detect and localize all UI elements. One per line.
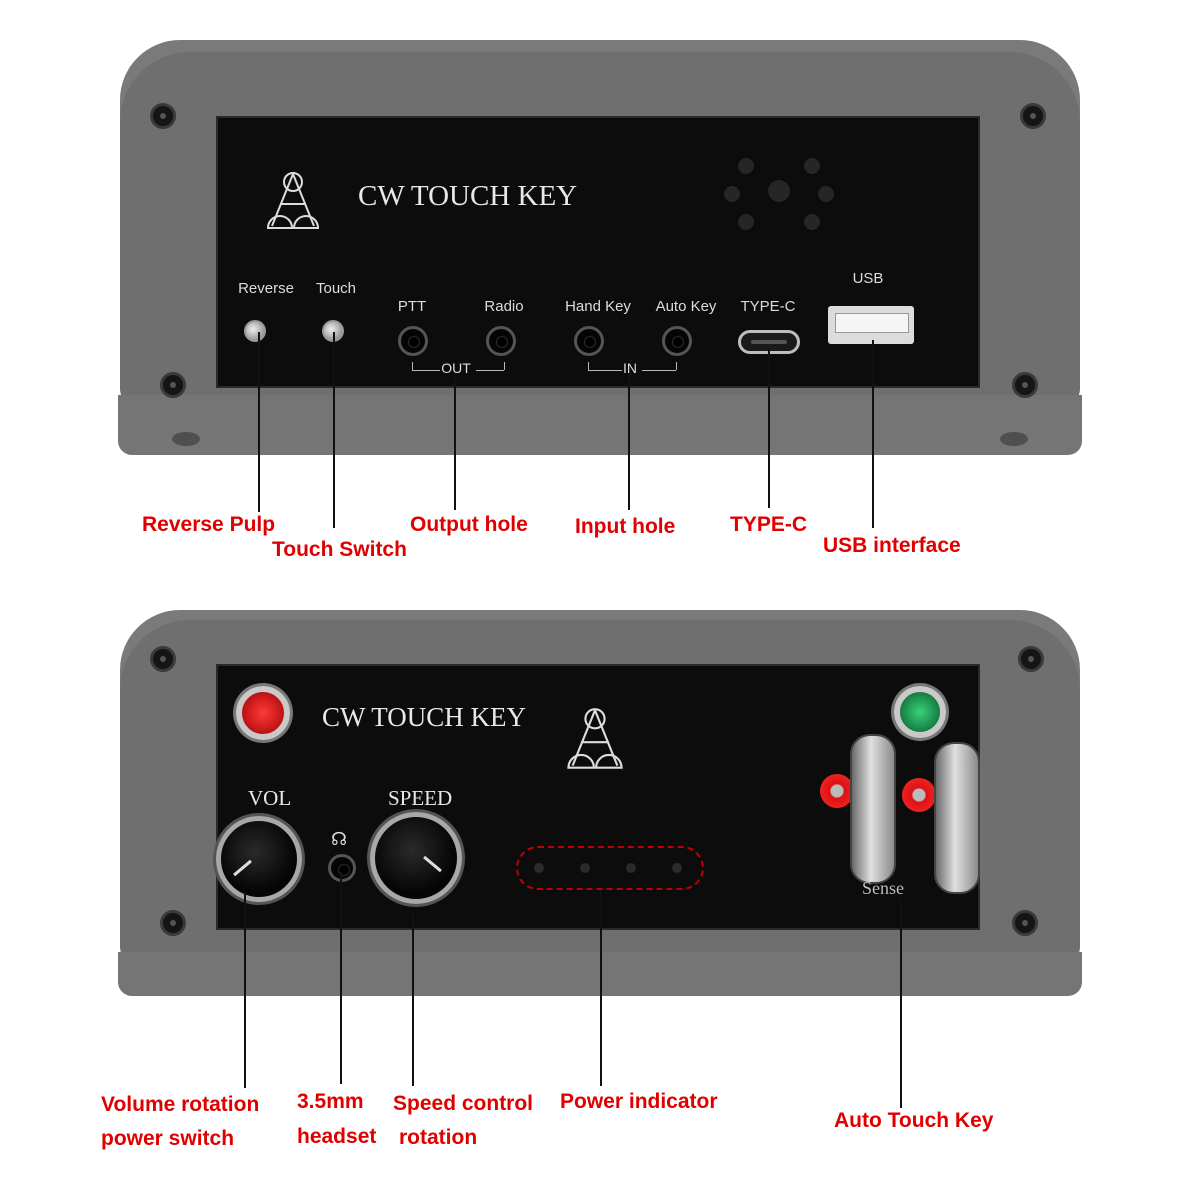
top-screw-br [1012, 372, 1038, 398]
speaker-hole [768, 180, 790, 202]
callout-input-hole: Input hole [575, 515, 676, 538]
callout-auto-touch-key: Auto Touch Key [834, 1109, 994, 1132]
label-reverse: Reverse [238, 280, 294, 297]
label-sense: Sense [862, 878, 904, 898]
headset-jack[interactable] [328, 854, 356, 882]
top-foot [118, 395, 1082, 455]
leader-auto-touch [900, 900, 902, 1108]
leader-power [600, 890, 602, 1086]
usb-port[interactable] [828, 306, 914, 344]
leader-touch [333, 332, 335, 528]
leader-reverse [258, 332, 260, 512]
reverse-toggle-switch[interactable] [244, 320, 266, 342]
green-led-indicator [894, 686, 946, 738]
bottom-front-panel: CW TOUCH KEY VOL SPEED ☊ [216, 664, 980, 930]
callout-touch-switch: Touch Switch [272, 538, 407, 561]
callout-speed-line2: rotation [399, 1126, 478, 1149]
bottom-screw-tr [1018, 646, 1044, 672]
speaker-hole [804, 214, 820, 230]
label-touch: Touch [315, 280, 357, 297]
bottom-brand-text: CW TOUCH KEY [322, 702, 527, 732]
red-post-left [820, 774, 854, 808]
top-screw-tr [1020, 103, 1046, 129]
label-out: OUT [441, 360, 471, 376]
label-usb: USB [852, 270, 884, 287]
leader-headset [340, 872, 342, 1084]
hand-key-jack[interactable] [574, 326, 604, 356]
label-radio: Radio [484, 298, 524, 315]
touch-paddle-left[interactable] [850, 734, 896, 884]
leader-speed [412, 914, 414, 1086]
callout-headset-line2: headset [297, 1125, 377, 1148]
speaker-hole [724, 186, 740, 202]
callout-usb-interface: USB interface [823, 534, 961, 557]
bottom-screw-bl [160, 910, 186, 936]
label-type-c: TYPE-C [740, 298, 796, 315]
speaker-hole [738, 214, 754, 230]
auto-key-jack[interactable] [662, 326, 692, 356]
bottom-screw-br [1012, 910, 1038, 936]
touch-paddle-right[interactable] [934, 742, 980, 894]
power-indicator-hole [580, 863, 590, 873]
top-foot-hole-right [1000, 432, 1028, 446]
ptt-jack[interactable] [398, 326, 428, 356]
red-led-indicator [236, 686, 290, 740]
bottom-screw-tl [150, 646, 176, 672]
callout-volume-line1: Volume rotation [101, 1093, 260, 1116]
top-screw-bl [160, 372, 186, 398]
speaker-hole [804, 158, 820, 174]
red-post-right [902, 778, 936, 812]
speed-knob[interactable] [370, 812, 462, 904]
top-brand-text: CW TOUCH KEY [358, 180, 578, 212]
power-indicator-holes [516, 846, 704, 890]
leader-output [454, 374, 456, 510]
label-auto-key: Auto Key [655, 298, 717, 315]
power-indicator-hole [672, 863, 682, 873]
callout-speed-line1: Speed control [393, 1092, 534, 1115]
leader-usb [872, 340, 874, 528]
callout-headset-line1: 3.5mm [297, 1090, 364, 1113]
leader-volume [244, 892, 246, 1088]
top-foot-hole-left [172, 432, 200, 446]
label-hand-key: Hand Key [565, 298, 631, 315]
label-vol: VOL [248, 786, 292, 810]
top-device: CW TOUCH KEY Reverse Touch PTT Radio Han… [0, 0, 1200, 470]
callout-power-indicator: Power indicator [560, 1090, 718, 1113]
callout-reverse-pulp: Reverse Pulp [142, 513, 276, 536]
callout-type-c: TYPE-C [730, 513, 808, 536]
label-in: IN [623, 360, 637, 376]
label-ptt: PTT [397, 298, 427, 315]
speaker-hole [738, 158, 754, 174]
callout-output-hole: Output hole [410, 513, 528, 536]
speaker-hole [818, 186, 834, 202]
top-front-panel: CW TOUCH KEY Reverse Touch PTT Radio Han… [216, 116, 980, 388]
top-screw-tl [150, 103, 176, 129]
label-speed: SPEED [388, 786, 453, 810]
headphone-icon: ☊ [331, 829, 347, 849]
antenna-logo-icon [266, 172, 320, 229]
leader-type-c [768, 348, 770, 508]
power-indicator-hole [626, 863, 636, 873]
radio-jack[interactable] [486, 326, 516, 356]
leader-input [628, 374, 630, 510]
antenna-logo-icon [567, 708, 623, 769]
callout-volume-line2: power switch [101, 1127, 235, 1150]
power-indicator-hole [534, 863, 544, 873]
volume-knob[interactable] [216, 816, 302, 902]
